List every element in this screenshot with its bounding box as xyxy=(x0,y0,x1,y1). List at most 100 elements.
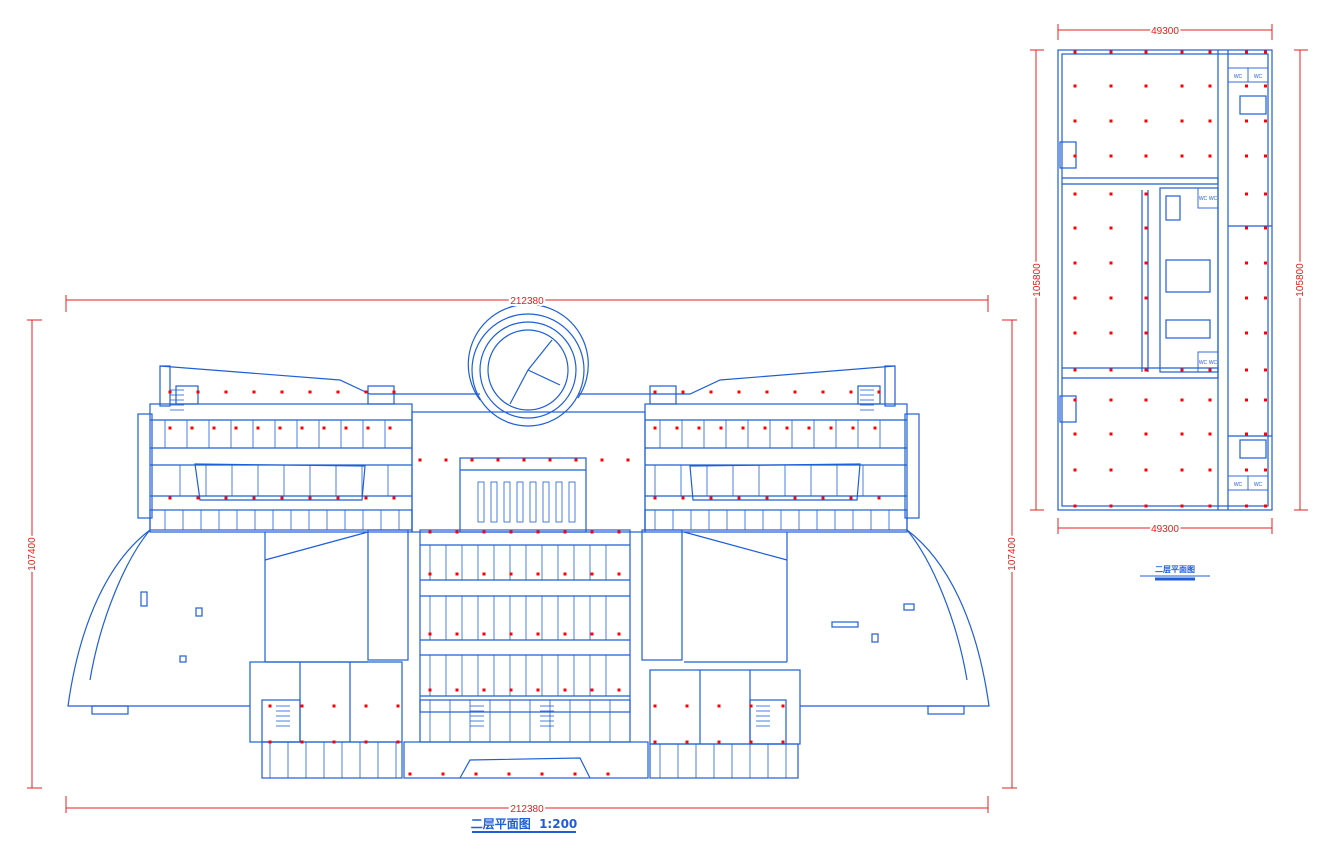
column xyxy=(849,390,853,394)
side-floor-plan xyxy=(1030,24,1308,534)
wc-label: WC xyxy=(1199,196,1208,202)
column xyxy=(681,496,685,500)
stall xyxy=(542,481,550,523)
rotunda xyxy=(467,303,589,427)
column xyxy=(1073,84,1077,88)
column xyxy=(308,496,312,500)
column xyxy=(1245,504,1248,508)
column xyxy=(737,496,741,500)
column xyxy=(617,632,621,636)
column xyxy=(1109,226,1113,230)
column xyxy=(1264,504,1267,508)
column xyxy=(336,496,340,500)
column xyxy=(1180,84,1184,88)
column xyxy=(590,632,594,636)
column xyxy=(256,426,260,430)
column xyxy=(548,458,552,462)
side-height-label-right: 105800 xyxy=(1295,263,1306,297)
column xyxy=(168,496,172,500)
column xyxy=(470,458,474,462)
column xyxy=(344,426,348,430)
column xyxy=(717,704,721,708)
column xyxy=(474,772,478,776)
column xyxy=(1144,119,1148,123)
column xyxy=(1073,331,1077,335)
column xyxy=(1180,398,1184,402)
column xyxy=(1264,154,1267,158)
column xyxy=(1109,154,1113,158)
stall xyxy=(568,481,576,523)
column xyxy=(1245,226,1248,230)
column xyxy=(653,426,657,430)
main-room-grid xyxy=(164,389,890,778)
column xyxy=(626,458,630,462)
column xyxy=(190,426,194,430)
column xyxy=(1073,226,1077,230)
column xyxy=(1208,84,1212,88)
stall xyxy=(490,481,498,523)
column xyxy=(873,426,877,430)
column xyxy=(1264,398,1267,402)
column xyxy=(1264,226,1267,230)
column xyxy=(268,704,272,708)
column xyxy=(536,632,540,636)
column xyxy=(1109,504,1113,508)
column xyxy=(1180,504,1184,508)
column xyxy=(1144,296,1148,300)
column xyxy=(1180,368,1184,372)
column xyxy=(322,426,326,430)
column xyxy=(877,496,881,500)
main-structural-columns xyxy=(168,390,881,776)
main-width-label-bottom: 212380 xyxy=(510,804,544,815)
column xyxy=(396,704,400,708)
column xyxy=(224,496,228,500)
side-dimension-lines xyxy=(1030,24,1308,534)
column xyxy=(196,496,200,500)
column xyxy=(388,426,392,430)
left-wing xyxy=(137,385,413,533)
column xyxy=(536,572,540,576)
column xyxy=(563,632,567,636)
stall xyxy=(555,481,563,523)
stall xyxy=(477,481,485,523)
column xyxy=(1264,119,1267,123)
wc-label: WC xyxy=(1209,360,1218,366)
column xyxy=(300,704,304,708)
column xyxy=(1245,154,1248,158)
column xyxy=(268,740,272,744)
column xyxy=(563,530,567,534)
column xyxy=(482,632,486,636)
column xyxy=(1073,398,1077,402)
column xyxy=(573,772,577,776)
column xyxy=(1144,226,1148,230)
column xyxy=(482,572,486,576)
column xyxy=(300,426,304,430)
column xyxy=(392,390,396,394)
column xyxy=(455,530,459,534)
column xyxy=(428,688,432,692)
column xyxy=(1245,368,1248,372)
column xyxy=(455,688,459,692)
column xyxy=(1264,331,1267,335)
column xyxy=(482,530,486,534)
column xyxy=(332,704,336,708)
lower-left-block xyxy=(249,661,403,779)
column xyxy=(455,632,459,636)
column xyxy=(540,772,544,776)
column xyxy=(719,426,723,430)
column xyxy=(590,572,594,576)
wc-label: WC xyxy=(1209,196,1218,202)
column xyxy=(709,390,713,394)
column xyxy=(1208,504,1212,508)
column xyxy=(1109,296,1113,300)
column xyxy=(1264,468,1267,472)
column xyxy=(821,390,825,394)
column xyxy=(1208,432,1212,436)
side-width-label-bottom: 49300 xyxy=(1151,524,1179,535)
column xyxy=(821,496,825,500)
column xyxy=(396,740,400,744)
column xyxy=(1245,468,1248,472)
column xyxy=(212,426,216,430)
